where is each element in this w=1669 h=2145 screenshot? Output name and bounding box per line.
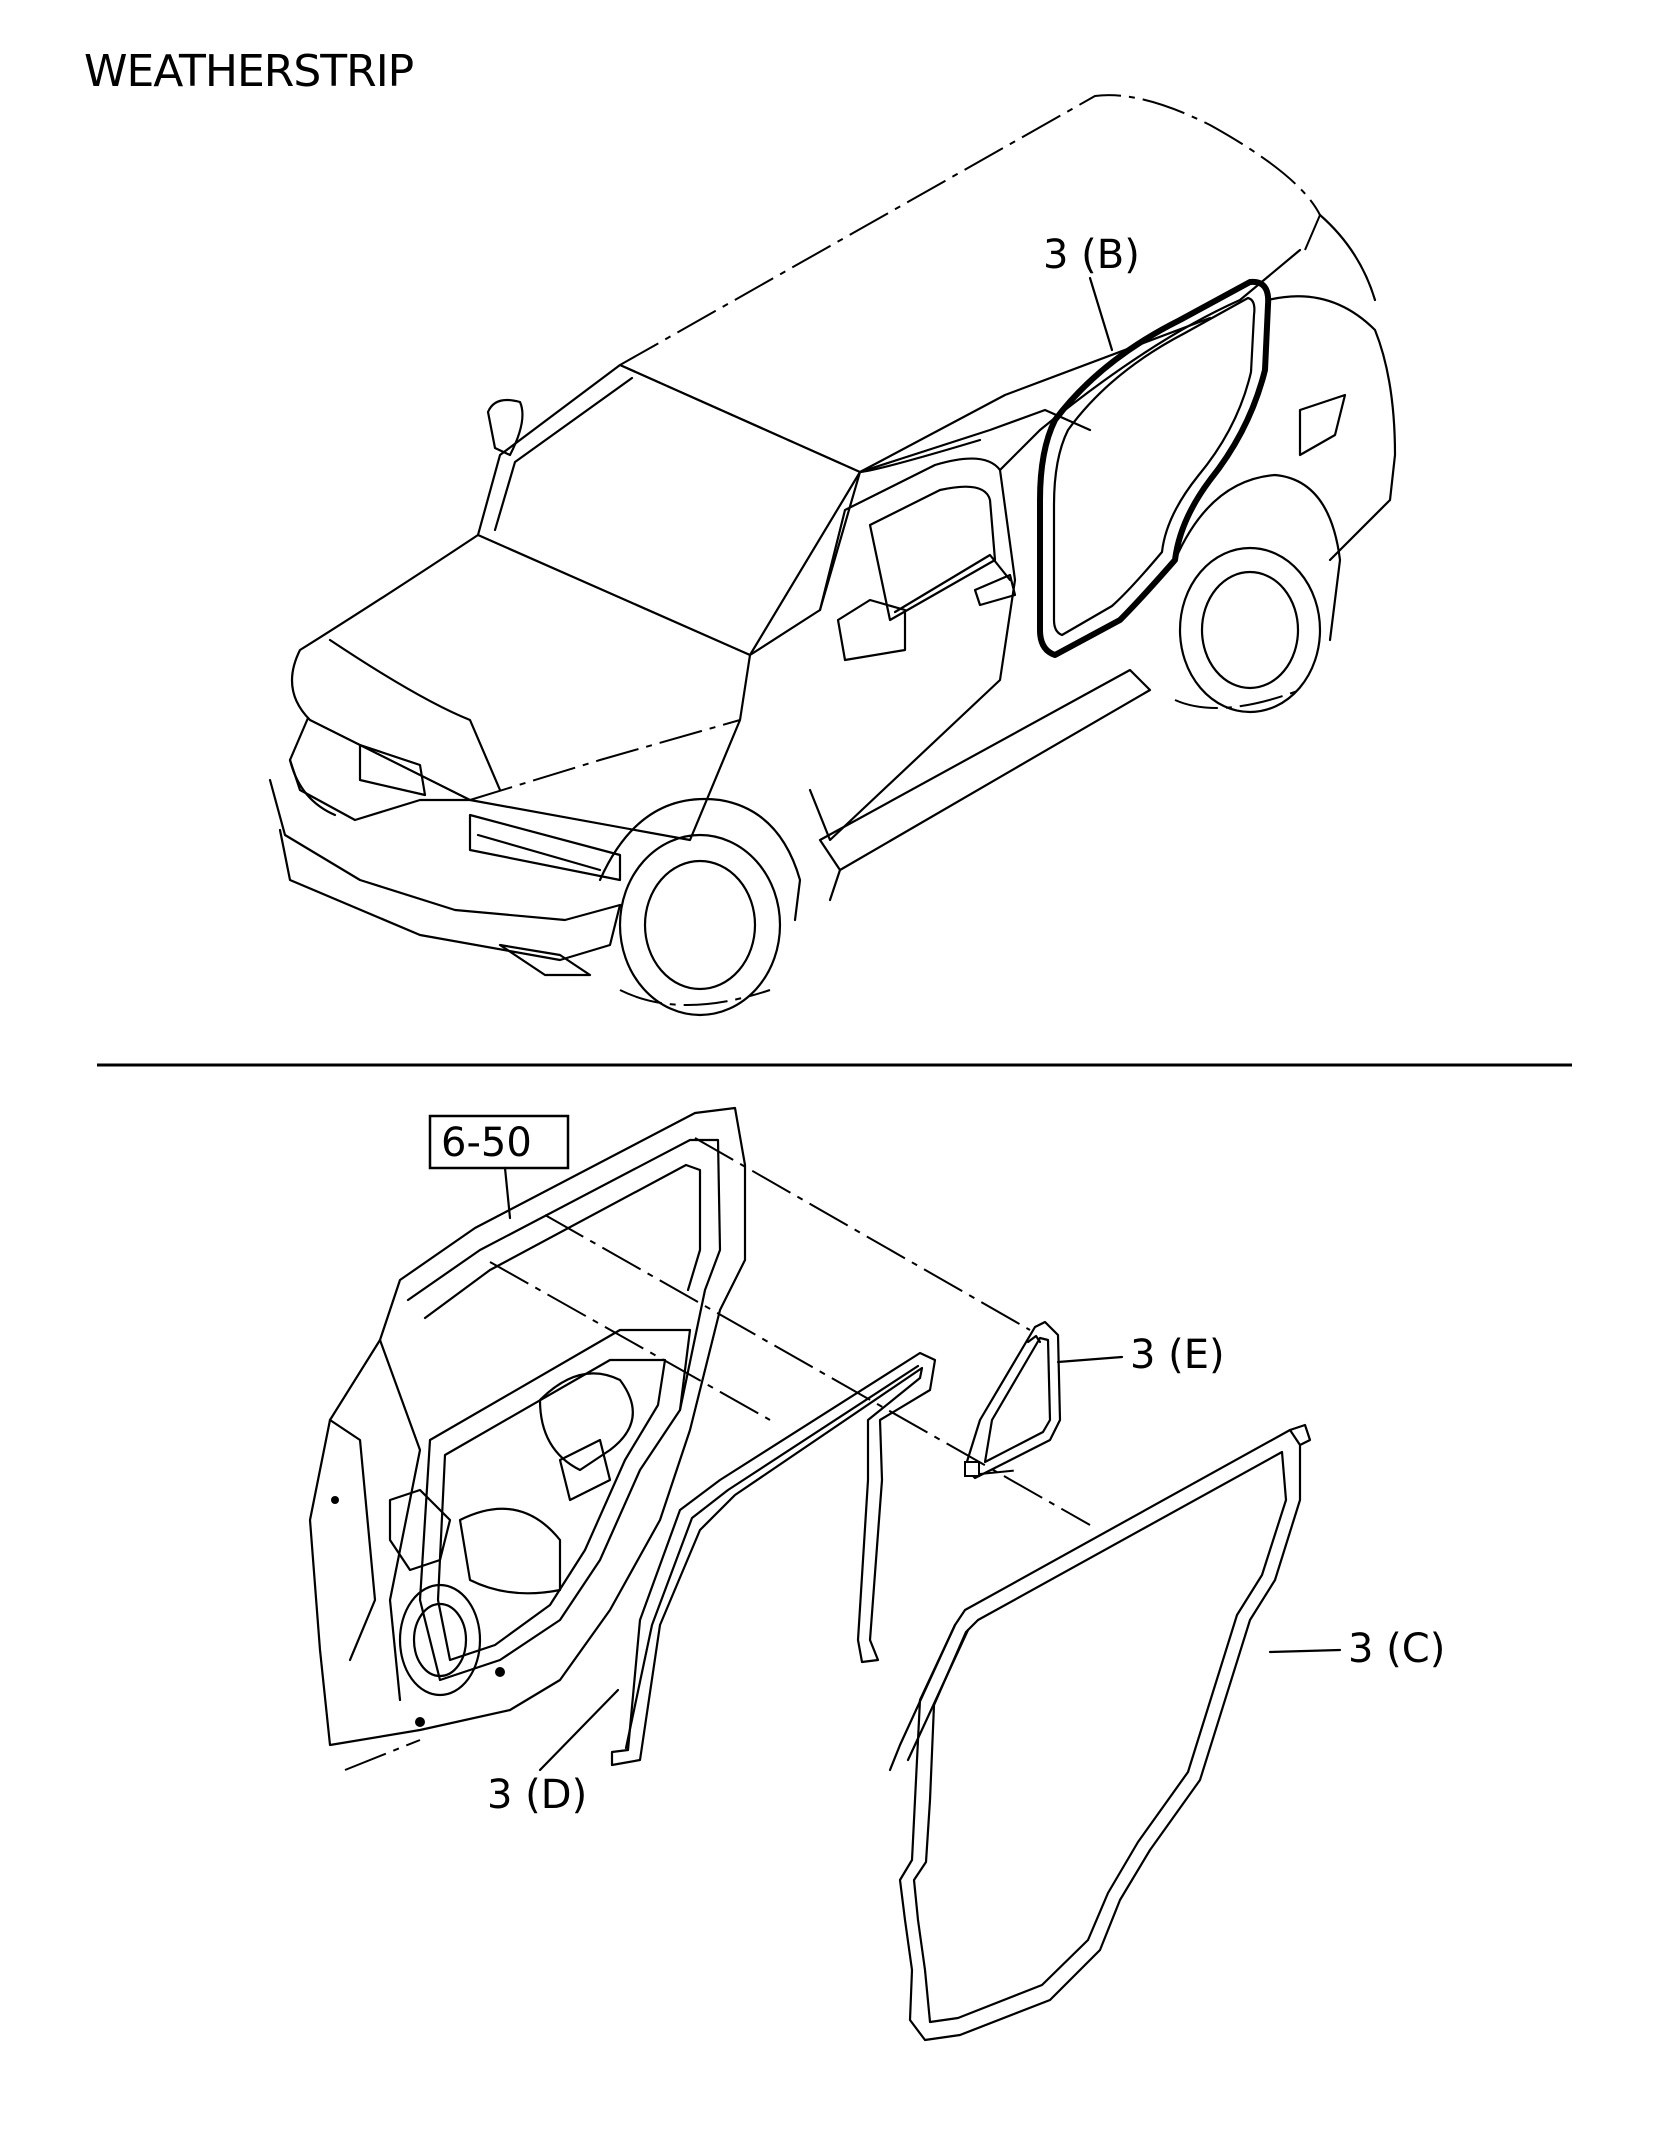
callout-3e: 3 (E) bbox=[1056, 1332, 1225, 1378]
callout-3c: 3 (C) bbox=[1268, 1626, 1445, 1672]
callout-3d-leader bbox=[538, 1688, 620, 1772]
reference-box-label: 6-50 bbox=[441, 1120, 532, 1166]
callout-3b-leader bbox=[1088, 276, 1114, 352]
reference-box-6-50: 6-50 bbox=[428, 1114, 570, 1220]
vehicle-illustration bbox=[268, 94, 1397, 1017]
callout-3c-leader bbox=[1268, 1648, 1342, 1654]
callout-3b: 3 (B) bbox=[1043, 232, 1140, 352]
weatherstrip-3e bbox=[963, 1320, 1062, 1480]
callout-3b-label: 3 (B) bbox=[1043, 232, 1140, 278]
callout-3d: 3 (D) bbox=[487, 1688, 620, 1818]
reference-box-frame bbox=[428, 1114, 570, 1170]
door-panel bbox=[308, 1106, 747, 1747]
weatherstrip-3c bbox=[888, 1423, 1312, 2042]
callout-3d-label: 3 (D) bbox=[487, 1772, 587, 1818]
callout-3e-leader bbox=[1056, 1355, 1124, 1364]
callout-3e-label: 3 (E) bbox=[1130, 1332, 1225, 1378]
weatherstrip-3d bbox=[610, 1351, 937, 1767]
callout-3c-label: 3 (C) bbox=[1348, 1626, 1445, 1672]
page-title: WEATHERSTRIP bbox=[84, 46, 414, 97]
